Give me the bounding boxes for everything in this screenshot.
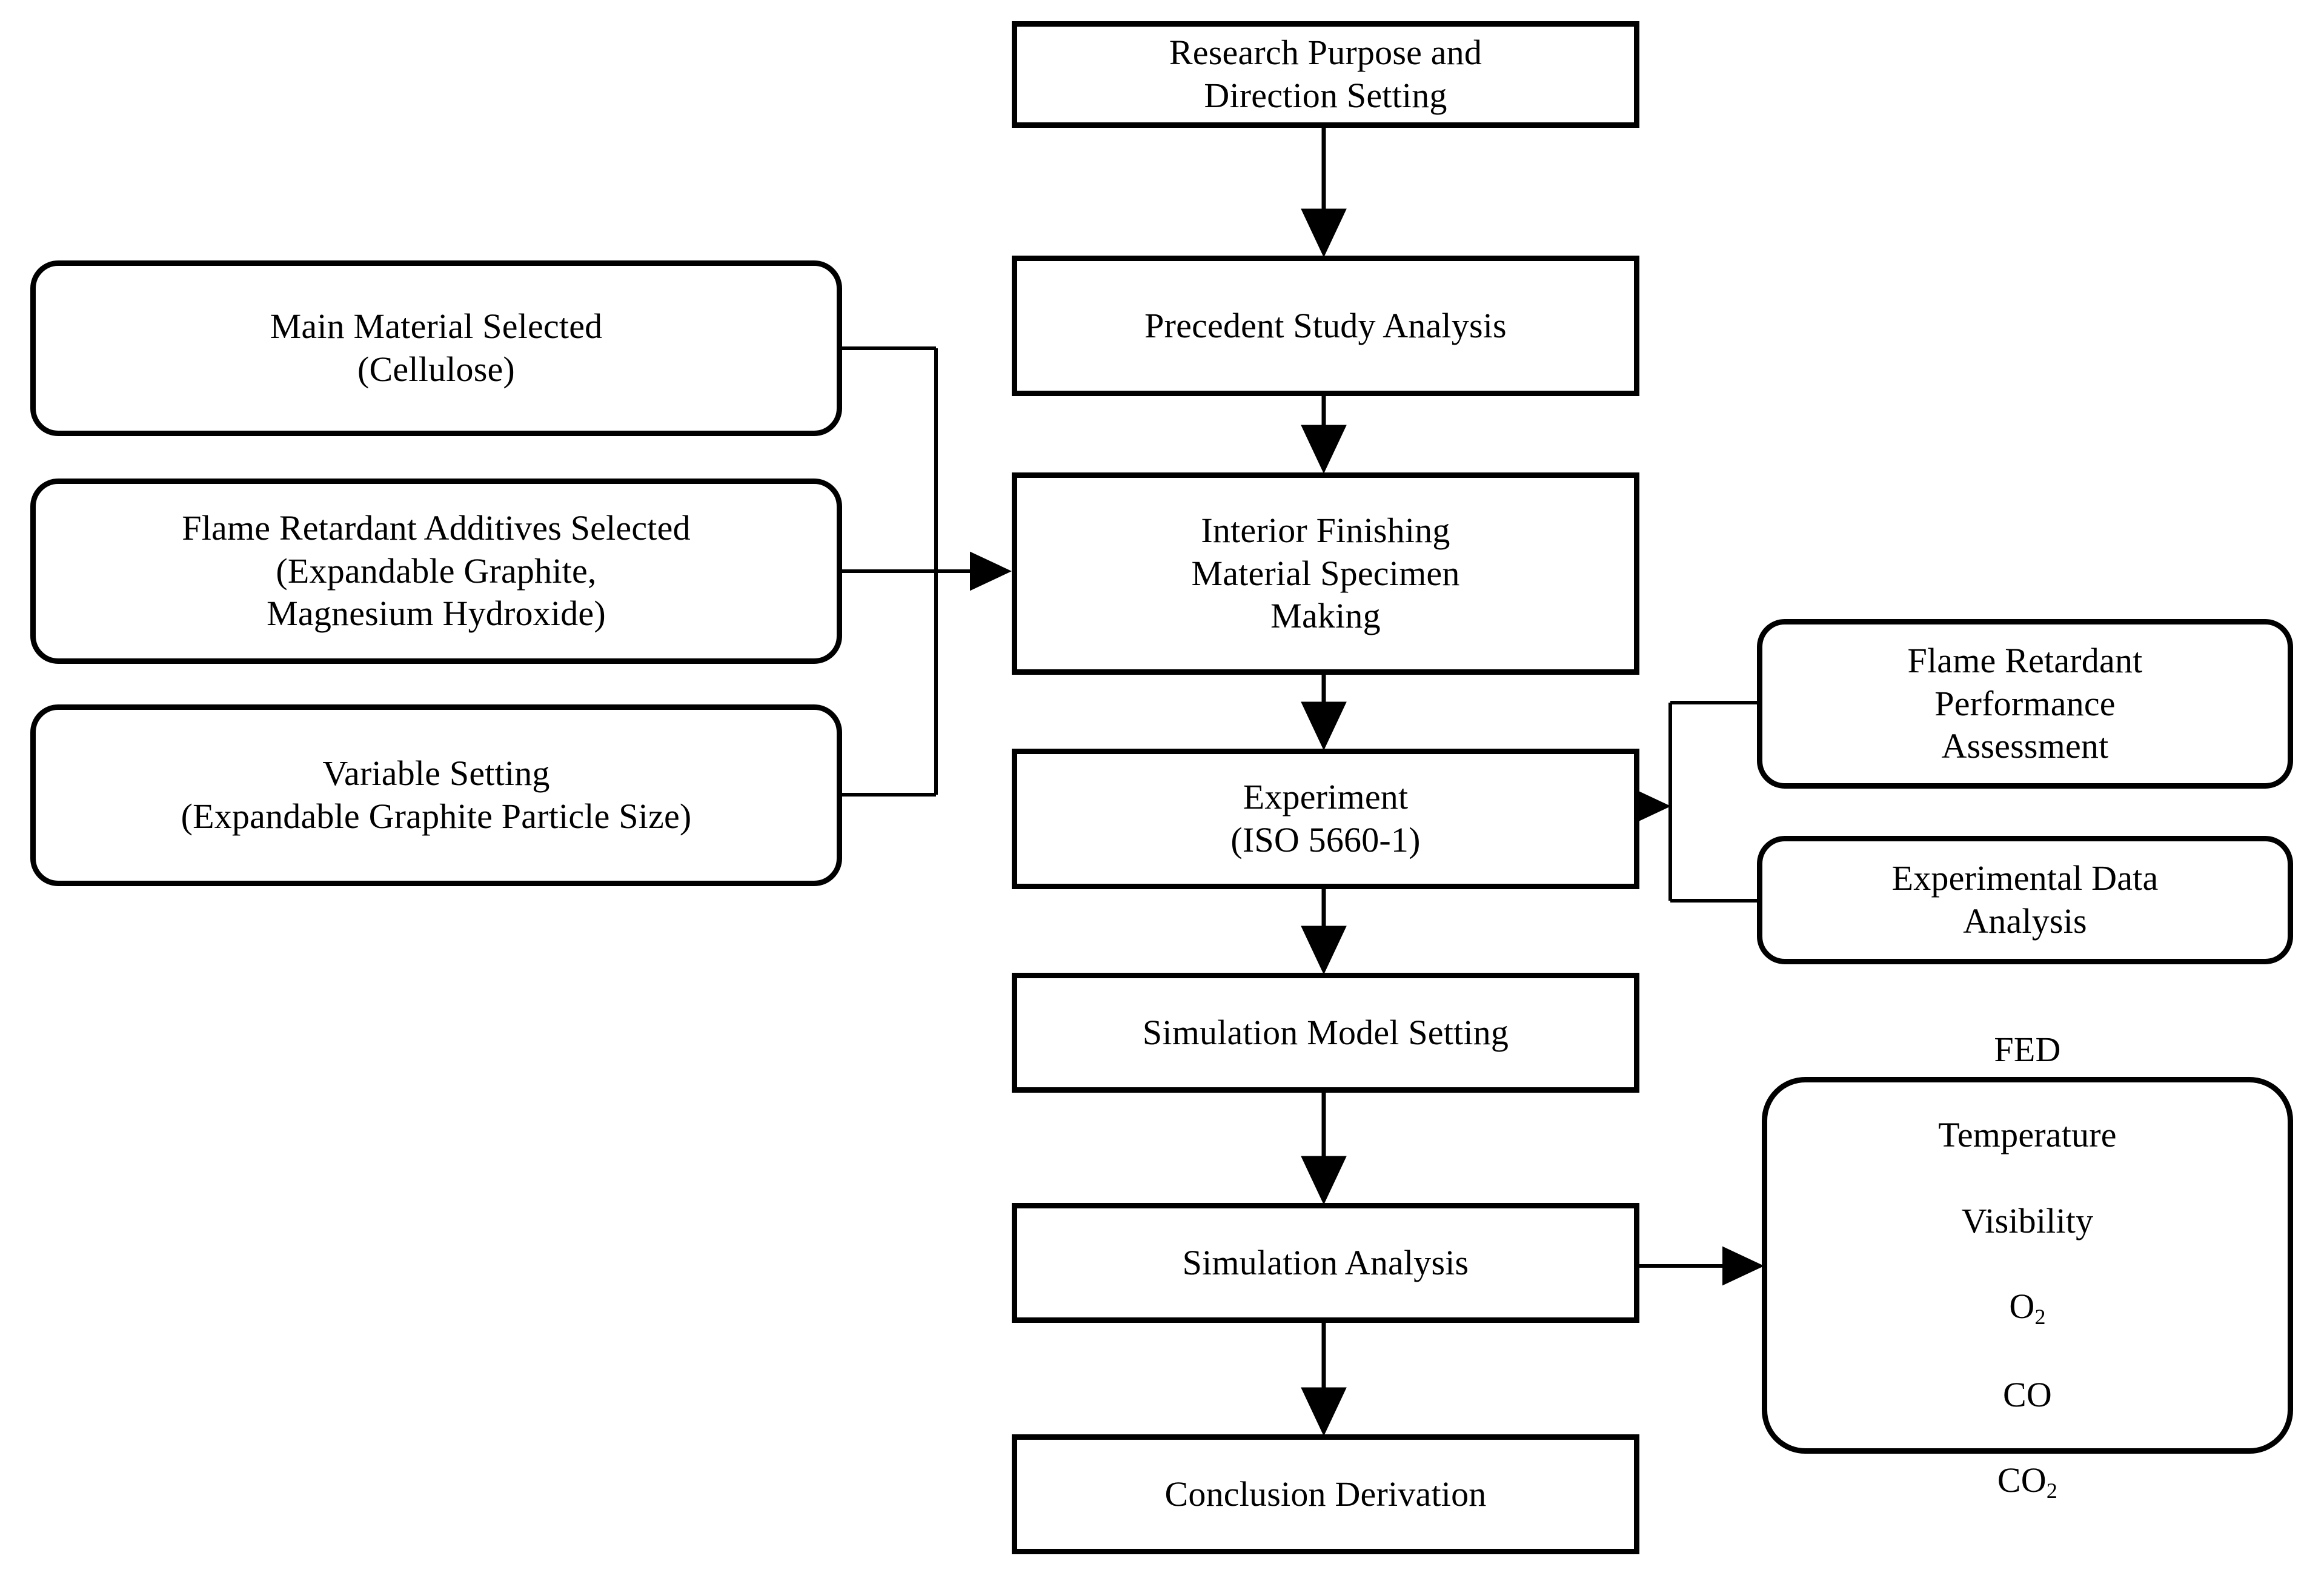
fed-item-visibility: Visibility bbox=[1961, 1201, 2094, 1240]
node-conclusion-derivation[interactable]: Conclusion Derivation bbox=[1012, 1434, 1639, 1554]
node-simulation-model-setting-label: Simulation Model Setting bbox=[1142, 1013, 1509, 1053]
node-main-material-selected[interactable]: Main Material Selected (Cellulose) bbox=[30, 260, 842, 436]
fed-item-o2: O2 bbox=[1938, 1285, 2116, 1331]
node-experimental-data-analysis-label: Experimental Data Analysis bbox=[1891, 858, 2159, 941]
node-flame-retardant-additives[interactable]: Flame Retardant Additives Selected (Expa… bbox=[30, 479, 842, 664]
fed-item-co2: CO2 bbox=[1938, 1459, 2116, 1505]
node-experimental-data-analysis[interactable]: Experimental Data Analysis bbox=[1757, 836, 2293, 964]
node-research-purpose[interactable]: Research Purpose and Direction Setting bbox=[1012, 21, 1639, 128]
node-research-purpose-label: Research Purpose and Direction Setting bbox=[1169, 33, 1482, 115]
node-experiment-label: Experiment (ISO 5660-1) bbox=[1230, 777, 1421, 860]
fed-item-fed: FED bbox=[1994, 1029, 2061, 1069]
node-variable-setting-label: Variable Setting (Expandable Graphite Pa… bbox=[181, 754, 692, 836]
fed-item-co2-sub: 2 bbox=[2046, 1479, 2058, 1503]
node-precedent-study[interactable]: Precedent Study Analysis bbox=[1012, 256, 1639, 396]
node-conclusion-derivation-label: Conclusion Derivation bbox=[1164, 1474, 1487, 1514]
fed-item-co2-base: CO bbox=[1997, 1460, 2047, 1500]
node-specimen-making[interactable]: Interior Finishing Material Specimen Mak… bbox=[1012, 472, 1639, 675]
fed-item-co: CO bbox=[2003, 1374, 2052, 1414]
node-main-material-selected-label: Main Material Selected (Cellulose) bbox=[270, 306, 603, 389]
fed-item-o2-sub: 2 bbox=[2034, 1305, 2046, 1330]
node-fed-outputs-list: FED Temperature Visibility O2 CO CO2 bbox=[1927, 983, 2127, 1548]
node-experiment[interactable]: Experiment (ISO 5660-1) bbox=[1012, 749, 1639, 889]
node-flame-retardant-performance-assessment-label: Flame Retardant Performance Assessment bbox=[1907, 640, 2143, 766]
node-simulation-analysis-label: Simulation Analysis bbox=[1182, 1243, 1469, 1283]
node-fed-outputs[interactable]: FED Temperature Visibility O2 CO CO2 bbox=[1762, 1030, 2293, 1503]
node-simulation-model-setting[interactable]: Simulation Model Setting bbox=[1012, 973, 1639, 1093]
node-specimen-making-label: Interior Finishing Material Specimen Mak… bbox=[1191, 510, 1460, 636]
node-precedent-study-label: Precedent Study Analysis bbox=[1144, 306, 1507, 346]
fed-item-o2-base: O bbox=[2009, 1287, 2035, 1327]
node-flame-retardant-additives-label: Flame Retardant Additives Selected (Expa… bbox=[182, 508, 691, 634]
node-simulation-analysis[interactable]: Simulation Analysis bbox=[1012, 1203, 1639, 1323]
node-flame-retardant-performance-assessment[interactable]: Flame Retardant Performance Assessment bbox=[1757, 619, 2293, 789]
fed-item-temperature: Temperature bbox=[1938, 1115, 2117, 1155]
node-variable-setting[interactable]: Variable Setting (Expandable Graphite Pa… bbox=[30, 704, 842, 886]
